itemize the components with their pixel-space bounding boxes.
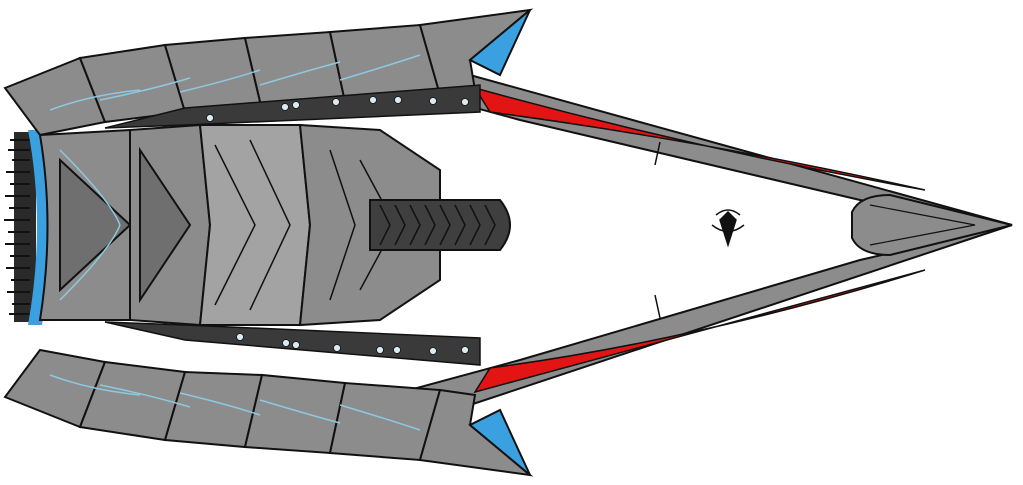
- upper-wing: [3, 8, 534, 137]
- exhaust-plume: [4, 132, 36, 322]
- nose-cone: [851, 193, 1013, 257]
- lower-wing: [3, 348, 534, 477]
- spine-ridges: [214, 139, 396, 311]
- lower-prong: [379, 224, 1013, 407]
- grille-module: [369, 199, 511, 251]
- lower-rail: [104, 321, 481, 366]
- upper-rail: [104, 84, 481, 129]
- central-body: [38, 123, 441, 327]
- emblem-icon: [711, 209, 745, 248]
- panel-lines: [49, 54, 421, 431]
